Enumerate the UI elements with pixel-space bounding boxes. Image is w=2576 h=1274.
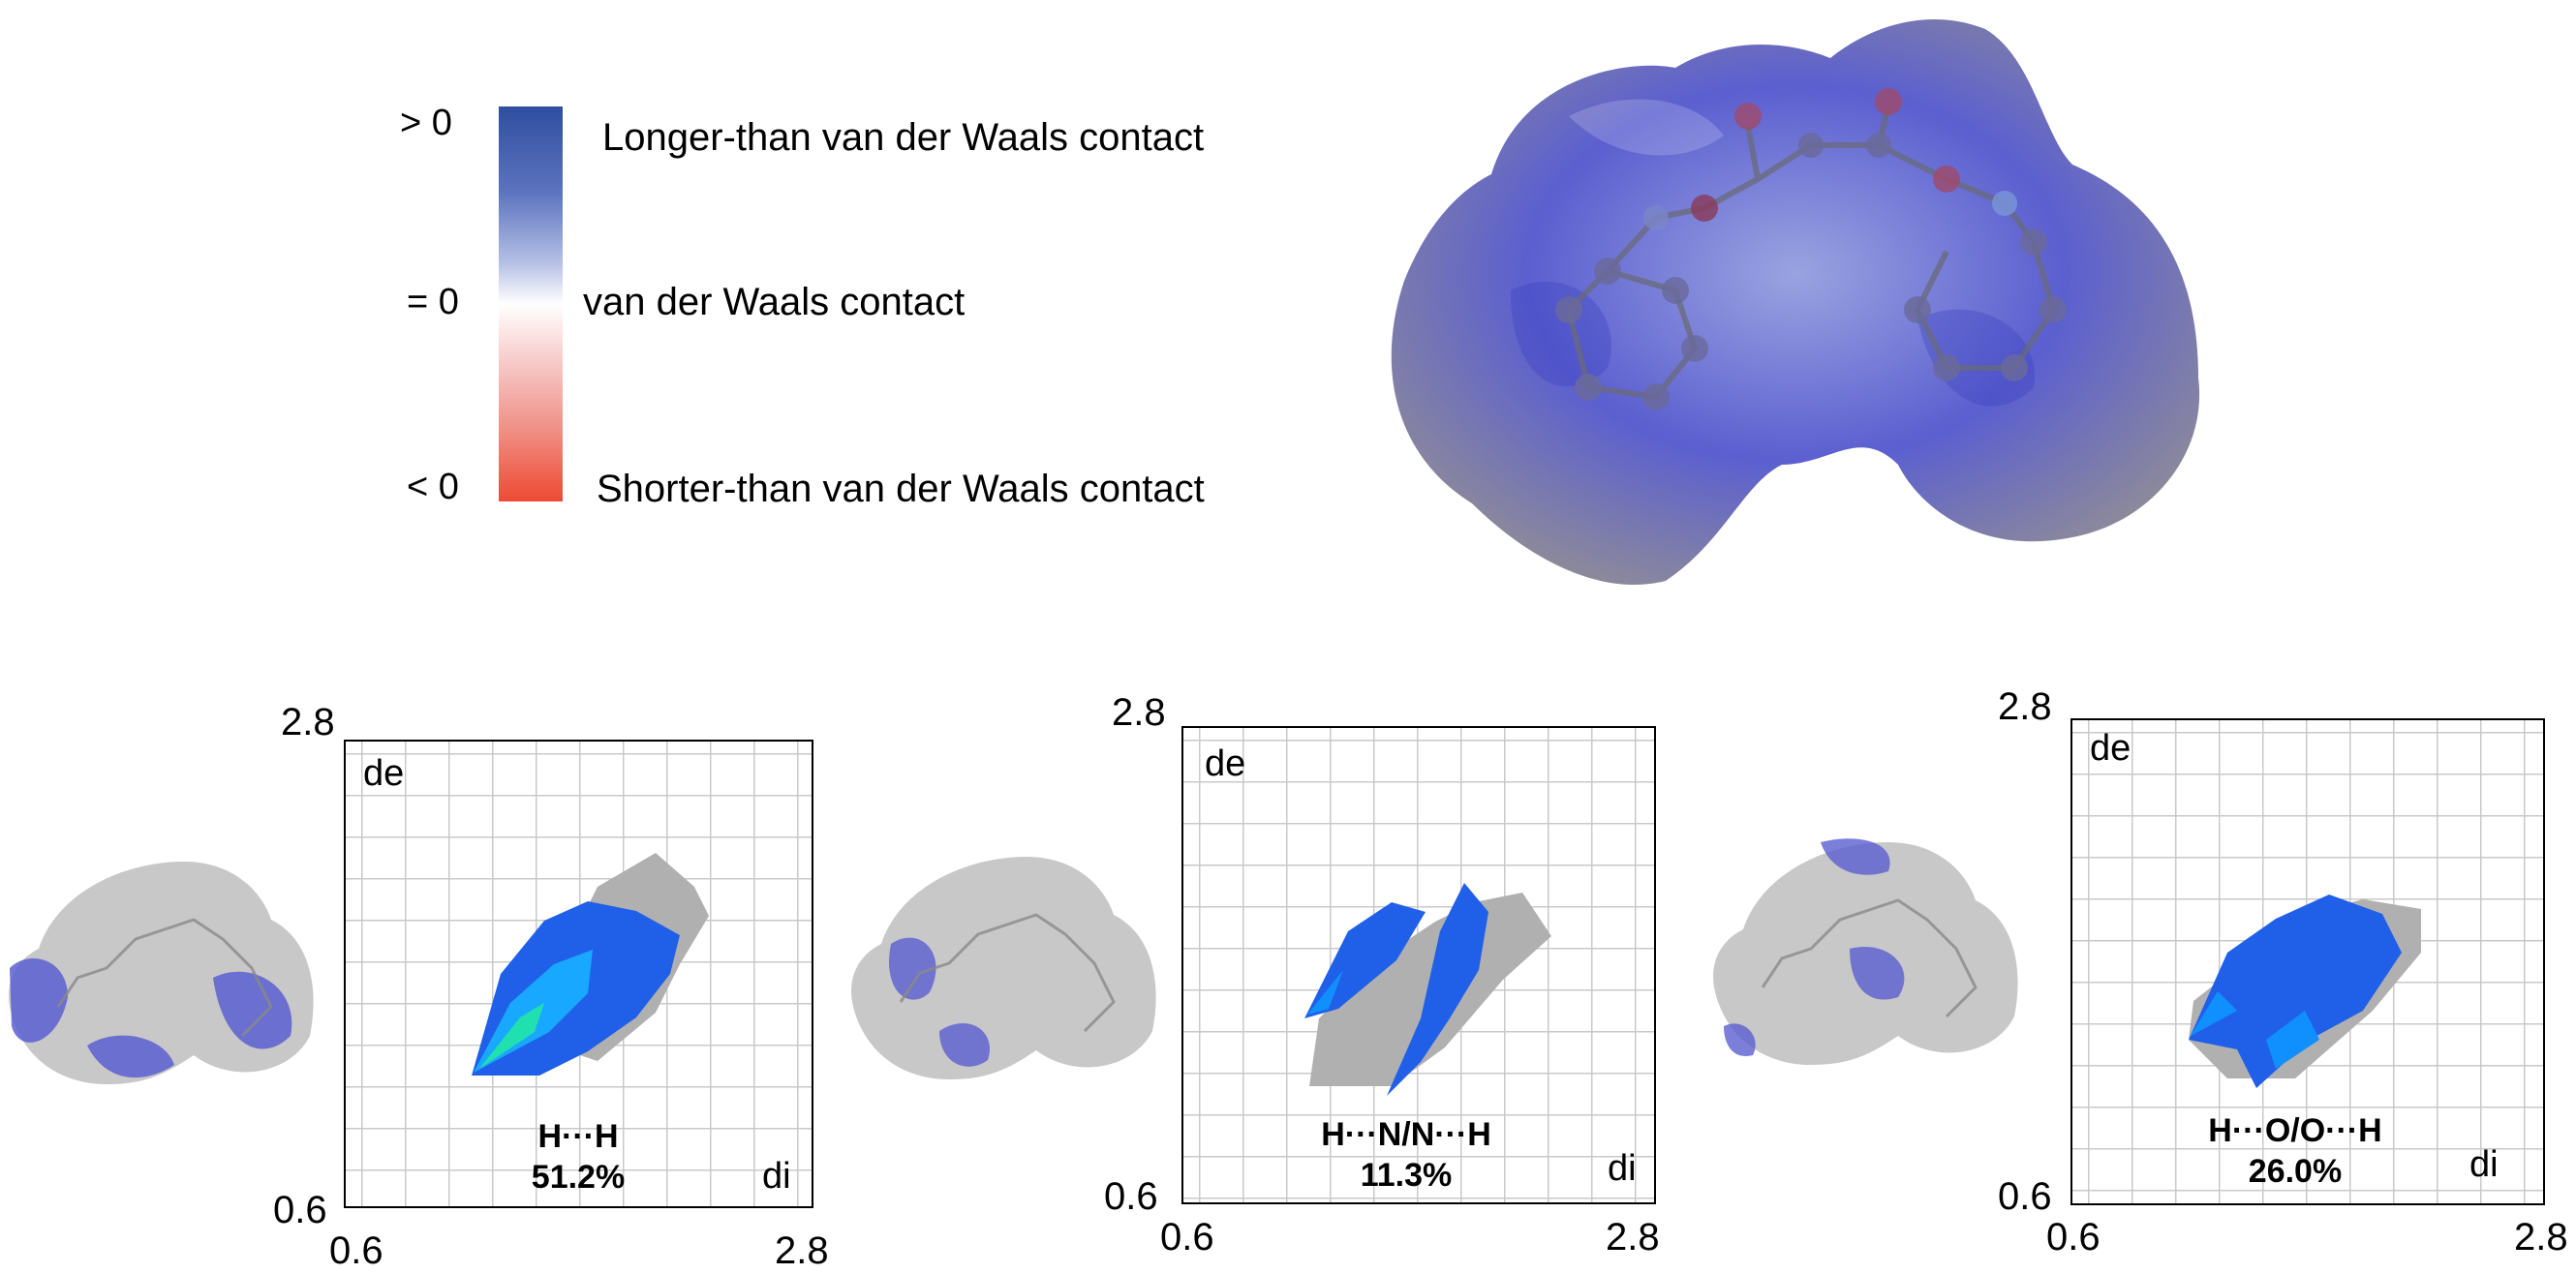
legend-desc-equal: van der Waals contact (583, 281, 966, 323)
surface-hn (851, 857, 1156, 1079)
plot1-percent: 51.2% (531, 1159, 626, 1196)
plot2-y-label: de (1205, 743, 1246, 784)
plot3-y-label: de (2090, 728, 2131, 769)
plot1-ymax: 2.8 (281, 701, 335, 743)
legend-tick-mid: = 0 (407, 282, 459, 322)
plot2-contact-label: H···N/N···H (1321, 1116, 1491, 1153)
plot3-percent: 26.0% (2248, 1153, 2343, 1190)
surface-ho (1713, 838, 2018, 1065)
plot3-ymin: 0.6 (1998, 1175, 2052, 1218)
legend-desc-longer: Longer-than van der Waals contact (602, 116, 1205, 159)
plot1-points (472, 853, 709, 1076)
plot2-xmin: 0.6 (1160, 1216, 1214, 1259)
plot3-contact-label: H···O/O···H (2208, 1112, 2382, 1149)
plot2-points (1304, 883, 1551, 1096)
plot3-ymax: 2.8 (1998, 685, 2052, 728)
plot2-x-label: di (1608, 1148, 1637, 1189)
legend-tick-bottom: < 0 (407, 467, 459, 507)
plot1-xmax: 2.8 (775, 1229, 829, 1272)
plot1-y-label: de (363, 753, 405, 794)
plot3-points (2189, 895, 2421, 1088)
plot3-xmax: 2.8 (2514, 1216, 2568, 1259)
legend-desc-shorter: Shorter-than van der Waals contact (597, 468, 1205, 510)
plot2-xmax: 2.8 (1606, 1216, 1660, 1259)
plot1-ymin: 0.6 (273, 1189, 327, 1231)
plot2-ymax: 2.8 (1112, 691, 1166, 734)
plot3-x-label: di (2469, 1144, 2499, 1185)
plot1-xmin: 0.6 (329, 1229, 383, 1272)
plot1-x-label: di (762, 1156, 791, 1197)
fingerprint-plot-hh: de di H···H 51.2% (344, 740, 813, 1208)
molecule-atoms (1555, 88, 2067, 410)
legend-tick-top: > 0 (400, 103, 452, 143)
surface-hh (9, 862, 314, 1084)
plot2-ymin: 0.6 (1104, 1175, 1158, 1218)
hirshfeld-surface-dnorm (1391, 19, 2200, 585)
plot2-percent: 11.3% (1360, 1157, 1453, 1194)
surface-shape (1391, 19, 2200, 585)
plot1-contact-label: H···H (537, 1118, 619, 1155)
color-scale-bar (499, 106, 563, 501)
fingerprint-plot-ho: de di H···O/O···H 26.0% (2070, 718, 2545, 1205)
fingerprint-plot-hn: de di H···N/N···H 11.3% (1181, 726, 1656, 1204)
plot3-xmin: 0.6 (2046, 1216, 2101, 1259)
